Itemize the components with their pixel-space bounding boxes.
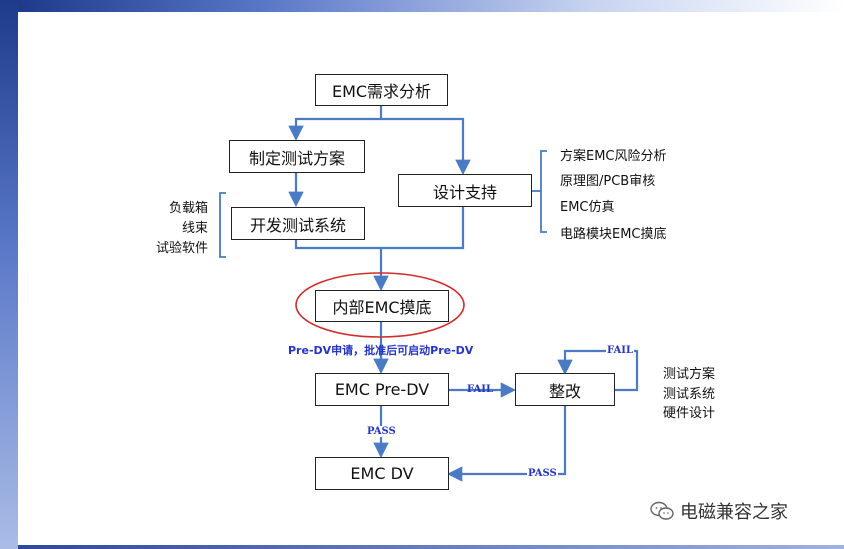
watermark-text: 电磁兼容之家 [680, 502, 788, 523]
note-test-software: 试验软件 [155, 241, 208, 256]
node-pre-dv: EMC Pre-DV [315, 373, 449, 406]
arrow-rectify-fail-loop [557, 349, 639, 392]
node-design-support: 设计支持 [398, 174, 532, 207]
arrow-req-to-design-support [381, 117, 471, 176]
node-rectify: 整改 [515, 373, 615, 406]
connector-design-support-merge [381, 207, 465, 250]
watermark: 电磁兼容之家 [650, 498, 788, 524]
note-rectify-test-plan: 测试方案 [663, 367, 716, 382]
note-schematic-review: 原理图/PCB审核 [560, 174, 656, 189]
left-accent-bar [0, 0, 18, 549]
label-fail-pre-dv: FAIL [467, 384, 493, 395]
note-load-box: 负载箱 [168, 201, 208, 216]
node-test-plan: 制定测试方案 [229, 140, 365, 173]
connector-test-system-merge [294, 240, 381, 250]
note-emc-simulation: EMC仿真 [560, 200, 615, 215]
node-internal-precheck: 内部EMC摸底 [315, 290, 449, 322]
bottom-accent-bar [18, 545, 844, 549]
label-pre-dv-apply: Pre-DV申请，批准后可启动Pre-DV [288, 344, 474, 357]
note-risk-analysis: 方案EMC风险分析 [560, 149, 667, 164]
label-fail-loop: FAIL [606, 345, 634, 356]
arrow-req-to-test-plan [288, 117, 381, 142]
wechat-icon [650, 501, 674, 520]
top-accent-bar [18, 0, 844, 12]
node-dv: EMC DV [315, 457, 449, 490]
note-harness: 线束 [181, 221, 208, 236]
highlight-ellipse [295, 272, 465, 338]
label-pass-pre-dv: PASS [367, 426, 396, 437]
note-circuit-module-check: 电路模块EMC摸底 [560, 227, 667, 242]
note-rectify-hardware: 硬件设计 [663, 406, 716, 421]
arrow-rectify-pass [446, 406, 567, 482]
note-rectify-test-system: 测试系统 [663, 387, 716, 402]
bracket-design-support [540, 150, 547, 233]
label-pass-rectify: PASS [527, 468, 558, 479]
node-test-system: 开发测试系统 [231, 207, 365, 240]
node-emc-requirements: EMC需求分析 [315, 74, 448, 106]
bracket-test-system [219, 192, 226, 258]
